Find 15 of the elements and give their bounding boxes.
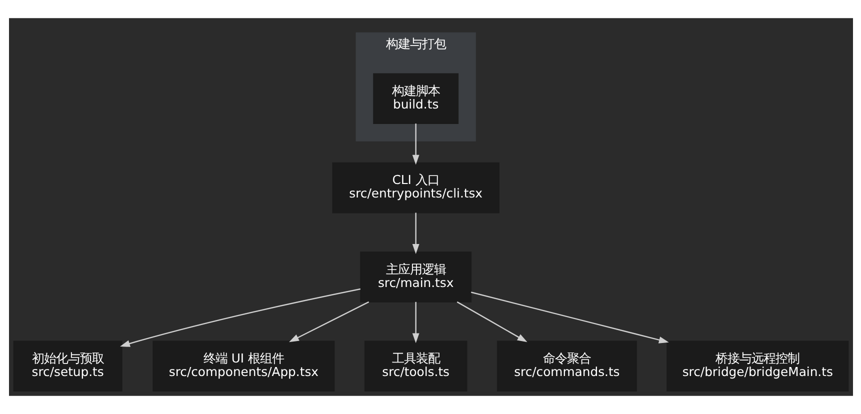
arrow	[120, 288, 360, 347]
node-box: 命令聚合 src/commands.ts	[496, 340, 636, 392]
node-box: 构建脚本 build.ts	[372, 73, 458, 124]
arrow	[412, 302, 419, 344]
arrow	[412, 124, 419, 165]
arrow	[470, 292, 668, 344]
node-box: 初始化与预取 src/setup.ts	[12, 340, 122, 392]
arrow	[412, 212, 419, 254]
arrow	[288, 301, 369, 342]
node-box: 主应用逻辑 src/main.tsx	[360, 252, 472, 302]
arrow	[456, 301, 527, 342]
node-box: 工具装配 src/tools.ts	[364, 340, 467, 392]
node-box: 终端 UI 根组件 src/components/App.tsx	[152, 340, 334, 392]
node-box: 桥接与远程控制 src/bridge/bridgeMain.ts	[666, 340, 848, 392]
node-box: CLI 入口 src/entrypoints/cli.tsx	[332, 162, 499, 214]
